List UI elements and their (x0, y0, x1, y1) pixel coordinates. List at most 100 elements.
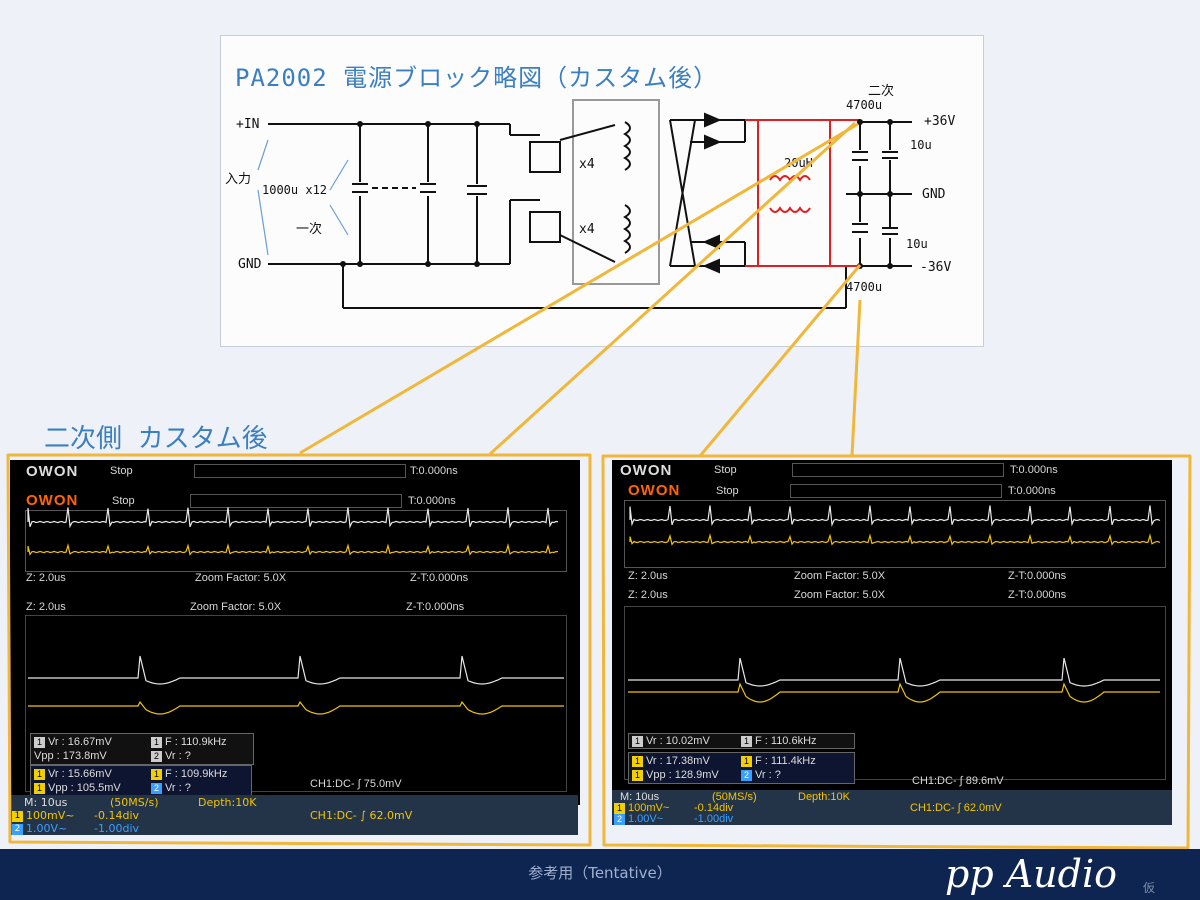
zoom-z: Z: 2.0us (26, 572, 66, 584)
meas-vr2: Vr : ? (755, 769, 781, 781)
depth: Depth:10K (798, 791, 850, 803)
zoom-factor: Zoom Factor: 5.0X (794, 589, 886, 601)
zoom-factor: Zoom Factor: 5.0X (190, 601, 282, 613)
zoom-window (624, 606, 1166, 780)
owon-logo: OWON (628, 482, 681, 499)
channel-tag: 2 (151, 782, 162, 794)
status-label: Stop (112, 495, 135, 507)
ch2-scale: 1.00V~ (26, 822, 68, 835)
schematic-panel (220, 35, 984, 347)
ch1-offset: -0.14div (694, 802, 734, 814)
meas-vr: Vr : 10.02mV (646, 735, 710, 747)
waveform-ch1 (629, 533, 1161, 546)
schematic-title: PA2002 電源ブロック略図（カスタム後） (235, 64, 719, 92)
channel-tag: 1 (34, 768, 45, 780)
label-cap-top: 4700u (846, 98, 883, 112)
brand-mark: 仮 (1143, 881, 1156, 895)
depth: Depth:10K (198, 796, 257, 809)
overview-window (624, 500, 1166, 568)
ch2-offset: -1.00div (694, 813, 734, 825)
meas-freq: F : 111.4kHz (755, 755, 816, 767)
ch2-offset: -1.00div (94, 822, 140, 835)
zoom-zt: Z-T:0.000ns (406, 601, 465, 613)
label-out-gnd: GND (922, 187, 946, 202)
ch2-scale: 1.00V~ (628, 813, 664, 825)
sample-rate: (50MS/s) (110, 796, 159, 809)
callout-line (698, 264, 862, 457)
meas-vr: Vr : 17.38mV (646, 755, 710, 767)
brand-logo: pp Audio (945, 852, 1118, 896)
label-cap-10u-top: 10u (910, 138, 932, 152)
label-x4-bottom: x4 (579, 222, 595, 237)
trigger-time: T:0.000ns (1008, 485, 1056, 497)
meas-vr2: Vr : ? (165, 750, 191, 762)
owon-logo: OWON (620, 462, 673, 479)
status-label: Stop (716, 485, 739, 497)
timebase-bar (792, 463, 1004, 477)
trigger-time: T:0.000ns (408, 495, 456, 507)
channel-tag: 2 (741, 769, 752, 781)
callout-frame-right (601, 454, 1192, 850)
label-gnd-in: GND (238, 257, 262, 272)
label-cap-bottom: 4700u (846, 280, 883, 294)
label-input: 入力 (225, 172, 252, 187)
sample-rate: (50MS/s) (712, 791, 757, 803)
label-out-plus: +36V (924, 114, 956, 129)
zoom-z: Z: 2.0us (628, 589, 668, 601)
waveform-ch2 (27, 507, 559, 529)
status-label: Stop (110, 465, 133, 477)
waveform-ch2-zoom (628, 657, 1160, 687)
callout-line (850, 299, 862, 457)
zoom-zt: Z-T:0.000ns (1008, 589, 1067, 601)
ch1-offset: -0.14div (94, 809, 140, 822)
callout-frame-left (6, 453, 592, 847)
label-primary: 一次 (296, 222, 323, 237)
label-x4-top: x4 (579, 157, 595, 172)
label-plus-in: +IN (236, 117, 260, 132)
timebase-bar (190, 494, 402, 508)
overview-window (25, 510, 567, 572)
channel-tag: 1 (151, 768, 162, 780)
label-cap-bank: 1000u x12 (262, 183, 328, 197)
owon-logo: OWON (26, 463, 79, 480)
footer-bar (0, 849, 1200, 900)
channel-tag: 1 (741, 735, 752, 747)
trigger-info: CH1:DC- ∫ 75.0mV (310, 778, 402, 790)
meas-vr: Vr : 15.66mV (48, 768, 112, 780)
timebase: M: 10us (24, 796, 68, 809)
section-title: 二次側 カスタム後 (44, 424, 268, 454)
zoom-factor: Zoom Factor: 5.0X (794, 570, 886, 582)
scope-right: OWON Stop T:0.000ns OWON Stop T:0.000ns … (612, 460, 1172, 825)
ch1-scale: 100mV~ (26, 809, 75, 822)
meas-freq: F : 109.9kHz (165, 768, 228, 780)
scope-left: OWON Stop T:0.000ns OWON Stop T:0.000ns … (10, 460, 580, 805)
schematic-drawing (257, 99, 912, 309)
channel-tag: 1 (632, 735, 643, 747)
status-label: Stop (714, 464, 737, 476)
waveform-ch1-zoom (28, 700, 564, 715)
waveform-ch1-zoom (628, 682, 1160, 703)
zoom-z: Z: 2.0us (26, 601, 66, 613)
trigger-time: T:0.000ns (410, 465, 458, 477)
label-cap-10u-bottom: 10u (906, 237, 928, 251)
zoom-zt: Z-T:0.000ns (1008, 570, 1067, 582)
timebase: M: 10us (620, 791, 660, 803)
label-out-minus: -36V (920, 260, 952, 275)
meas-vpp: Vpp : 105.5mV (48, 782, 121, 794)
trigger-info: CH1:DC- ∫ 89.6mV (912, 775, 1004, 787)
channel-tag: 1 (632, 755, 643, 767)
trigger-setting: CH1:DC- ∫ 62.0mV (910, 802, 1002, 814)
callout-line (299, 122, 859, 455)
timebase-bar (194, 464, 406, 478)
zoom-z: Z: 2.0us (628, 570, 668, 582)
channel-tag: 1 (741, 755, 752, 767)
channel-tag: 1 (34, 736, 45, 748)
footer-tentative: 参考用（Tentative） (528, 864, 672, 882)
zoom-window (25, 615, 567, 792)
meas-vpp: Vpp : 173.8mV (34, 750, 107, 762)
